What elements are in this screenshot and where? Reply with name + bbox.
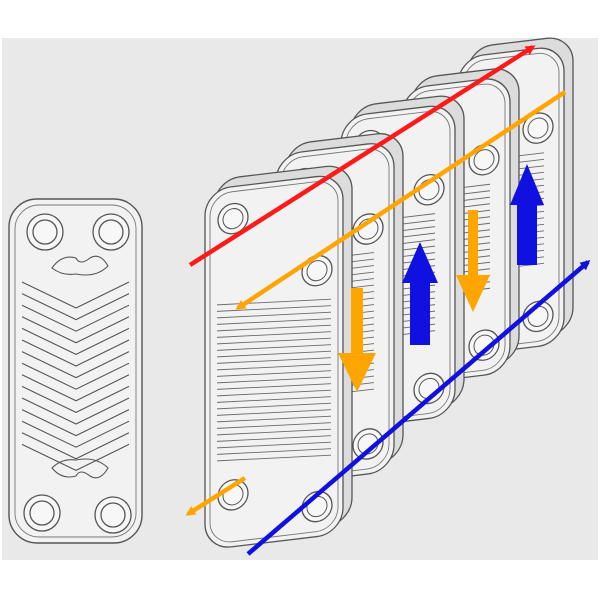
up-flow-arrow-1 xyxy=(402,242,438,345)
front-chevron-line xyxy=(21,351,130,379)
front-chevron-line xyxy=(21,432,130,460)
front-chevron-line xyxy=(21,374,130,402)
front-chevron-line xyxy=(21,339,130,367)
front-chevron-line xyxy=(21,316,130,344)
front-chevron-line xyxy=(21,362,130,390)
front-plate-chevrons xyxy=(21,281,130,472)
warm-flow-arrow xyxy=(235,90,567,310)
front-chevron-line xyxy=(21,304,130,332)
front-chevron-line xyxy=(21,385,130,414)
down-flow-arrow-1 xyxy=(338,288,376,392)
down-flow-arrow-2 xyxy=(456,210,490,312)
flow-arrows xyxy=(185,45,591,556)
front-chevron-line xyxy=(21,420,130,448)
front-chevron-line xyxy=(21,443,130,472)
front-chevron-line xyxy=(21,327,130,356)
front-chevron-line xyxy=(21,409,130,437)
internal-flow-arrows xyxy=(338,164,544,392)
cold-flow-arrow xyxy=(246,260,591,556)
hot-flow-arrow xyxy=(188,45,536,267)
front-chevron-line xyxy=(21,397,130,425)
stack-plate xyxy=(204,165,353,548)
up-flow-arrow-2 xyxy=(510,164,544,265)
front-chevron-line xyxy=(21,281,130,309)
front-plate-ports xyxy=(23,213,132,534)
warm-outlet-arrow xyxy=(185,476,247,516)
front-plate xyxy=(8,198,143,544)
front-chevron-line xyxy=(21,293,130,321)
distributor-bump-top xyxy=(51,255,109,276)
